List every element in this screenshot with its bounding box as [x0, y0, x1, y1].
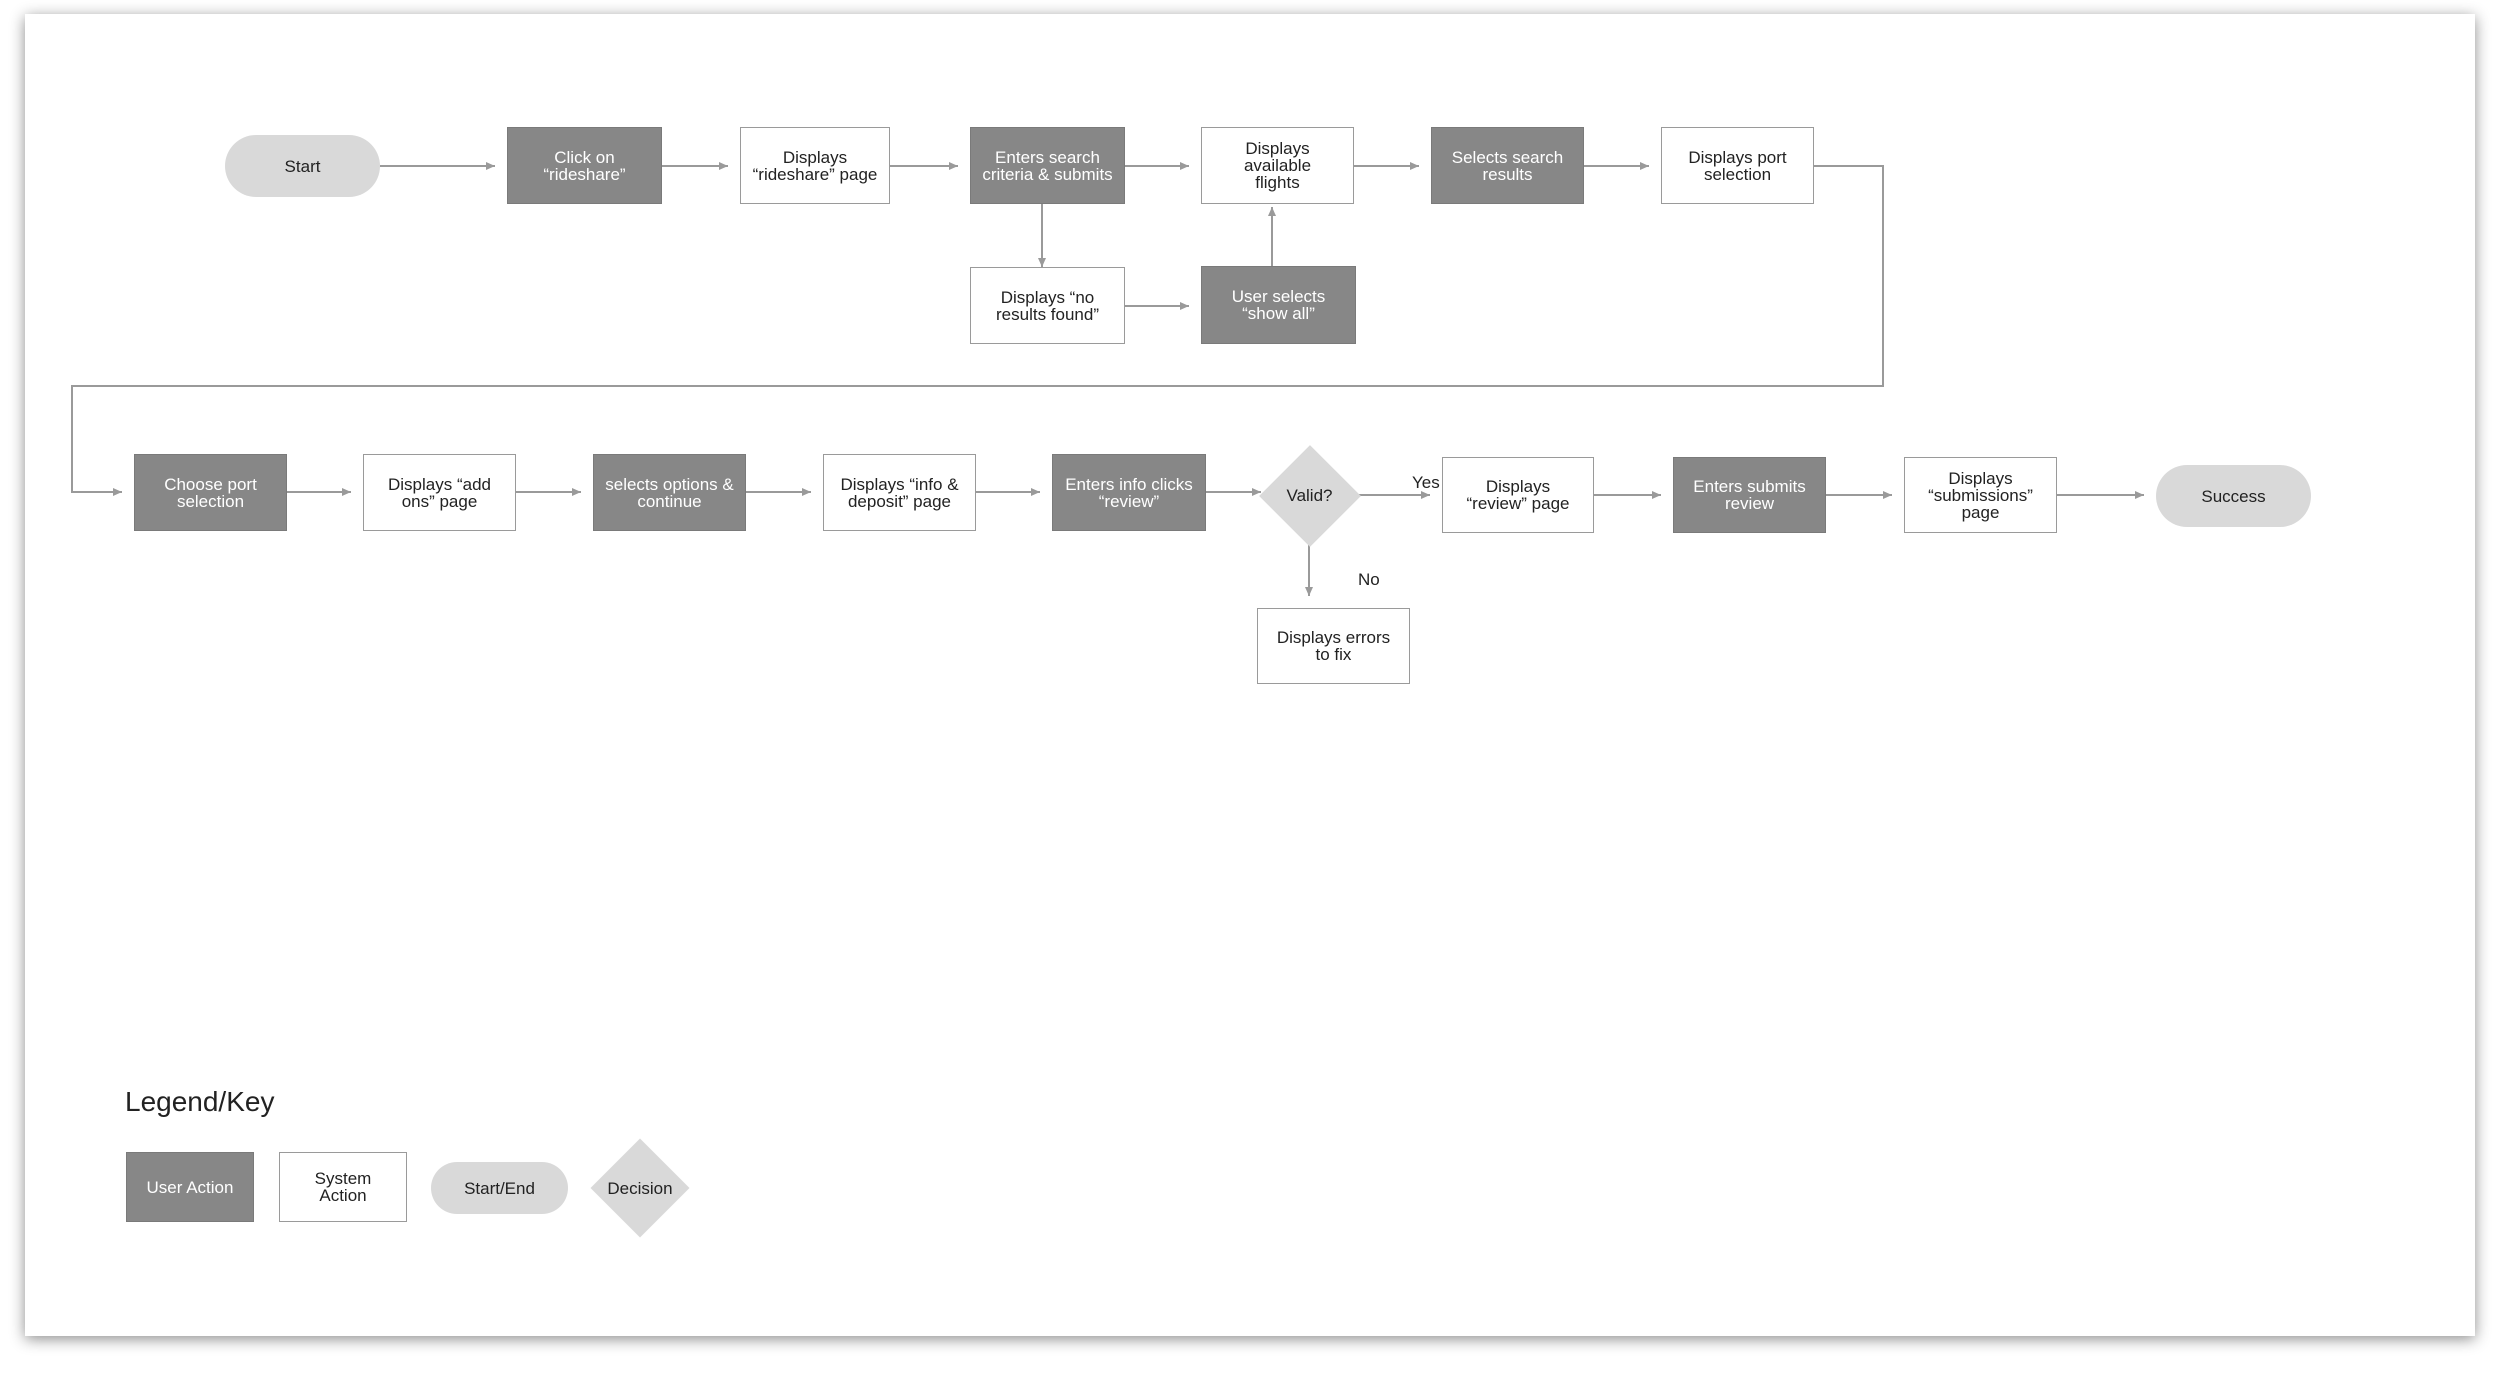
node-displays-submissions: Displays “submissions” page [1904, 457, 2057, 533]
diagram-canvas: Start Click on “rideshare” Displays “rid… [25, 14, 2475, 1336]
edge-label-no: No [1358, 570, 1380, 589]
edge-label-yes: Yes [1412, 473, 1440, 492]
node-click-rideshare: Click on “rideshare” [507, 127, 662, 204]
node-displays-rideshare: Displays “rideshare” page [740, 127, 890, 204]
decision-label: Valid? [1286, 486, 1333, 505]
node-start: Start [225, 135, 380, 197]
legend-decision-label: Decision [607, 1178, 673, 1198]
node-enters-info: Enters info clicks “review” [1052, 454, 1206, 531]
node-choose-port: Choose port selection [134, 454, 287, 531]
node-user-show-all: User selects “show all” [1201, 266, 1356, 344]
legend-user-action: User Action [126, 1152, 254, 1222]
node-displays-no-results: Displays “no results found” [970, 267, 1125, 344]
node-displays-port: Displays port selection [1661, 127, 1814, 204]
node-displays-errors: Displays errors to fix [1257, 608, 1410, 684]
legend-decision: Decision [590, 1138, 690, 1238]
node-displays-info: Displays “info & deposit” page [823, 454, 976, 531]
node-selects-options: selects options & continue [593, 454, 746, 531]
legend-title: Legend/Key [125, 1086, 275, 1117]
node-success: Success [2156, 465, 2311, 527]
node-enters-search: Enters search criteria & submits [970, 127, 1125, 204]
edge-port-choose [71, 165, 1884, 496]
connectors [71, 162, 2144, 596]
legend-system-action: System Action [279, 1152, 407, 1222]
node-enters-submits: Enters submits review [1673, 457, 1826, 533]
node-valid-decision: Valid? [1258, 444, 1361, 547]
node-selects-results: Selects search results [1431, 127, 1584, 204]
legend-start-end: Start/End [431, 1162, 568, 1214]
node-displays-flights: Displays available flights [1201, 127, 1354, 204]
node-displays-review: Displays “review” page [1442, 457, 1594, 533]
node-displays-addons: Displays “add ons” page [363, 454, 516, 531]
